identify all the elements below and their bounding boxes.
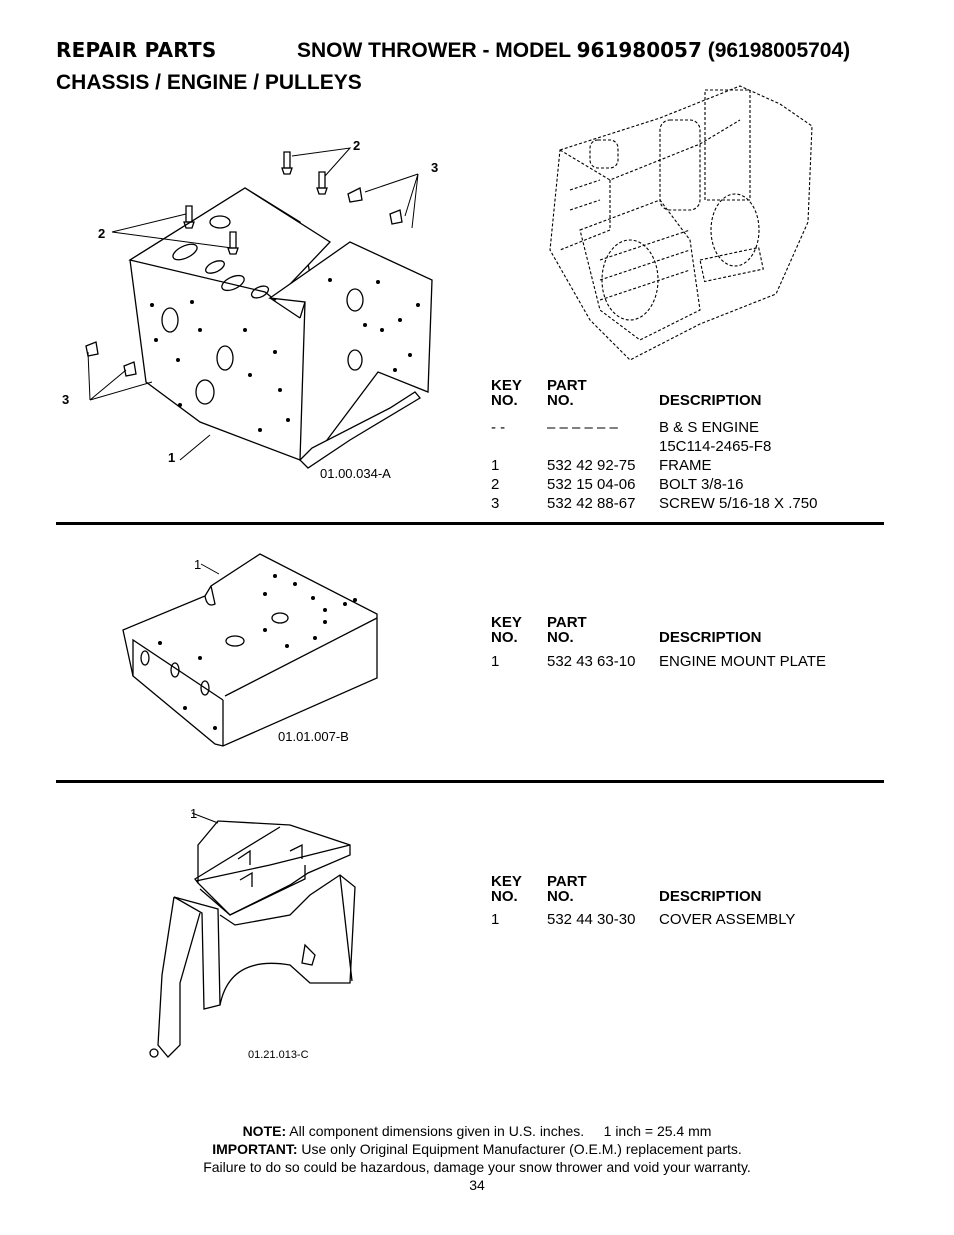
header-subtitle: CHASSIS / ENGINE / PULLEYS: [56, 71, 362, 94]
frame-callout-3-top: 3: [431, 160, 439, 175]
frame-figure-code: 01.00.034-A: [320, 466, 391, 481]
plate-figure-code: 01.01.007-B: [278, 729, 349, 744]
footer-note-line: NOTE: All component dimensions given in …: [0, 1122, 954, 1140]
engine-diagram: [540, 80, 820, 365]
frame-diagram: [60, 130, 450, 480]
header-model-number: 961980057: [576, 38, 702, 62]
footer-note-text: All component dimensions given in U.S. i…: [289, 1123, 585, 1139]
footer-important-label: IMPORTANT:: [212, 1141, 298, 1157]
header-model-label: SNOW THROWER - MODEL: [297, 39, 571, 62]
engine-mount-plate-diagram: [115, 548, 395, 748]
footer-warning: Failure to do so could be hazardous, dam…: [203, 1159, 751, 1175]
page-number: 34: [469, 1177, 485, 1193]
cover-figure-code: 01.21.013-C: [248, 1049, 309, 1061]
parts-row: - -– – – – – –B & S ENGINE: [491, 419, 760, 436]
section-divider: [56, 780, 884, 783]
cover-assembly-diagram: [140, 805, 360, 1065]
frame-callout-2-top: 2: [353, 138, 361, 153]
frame-callout-3-left: 3: [62, 392, 70, 407]
frame-callout-2-left: 2: [98, 226, 106, 241]
cover-callout-1: 1: [190, 806, 198, 821]
parts-row: 15C114-2465-F8: [659, 438, 772, 455]
plate-callout-1: 1: [194, 557, 202, 572]
page-header: REPAIR PARTS: [56, 38, 216, 63]
frame-callout-1: 1: [168, 450, 176, 465]
footer-important-text: Use only Original Equipment Manufacturer…: [301, 1141, 742, 1157]
footer-note-label: NOTE:: [242, 1123, 287, 1139]
header-model-line: SNOW THROWER - MODEL 961980057 (96198005…: [297, 38, 850, 63]
header-repair-parts: REPAIR PARTS: [56, 38, 217, 62]
footer-important-line: IMPORTANT: Use only Original Equipment M…: [0, 1140, 954, 1158]
footer-notes: NOTE: All component dimensions given in …: [0, 1122, 954, 1194]
header-model-alt: (96198005704): [707, 39, 851, 62]
section-divider: [56, 522, 884, 525]
footer-conversion: 1 inch = 25.4 mm: [603, 1123, 712, 1139]
